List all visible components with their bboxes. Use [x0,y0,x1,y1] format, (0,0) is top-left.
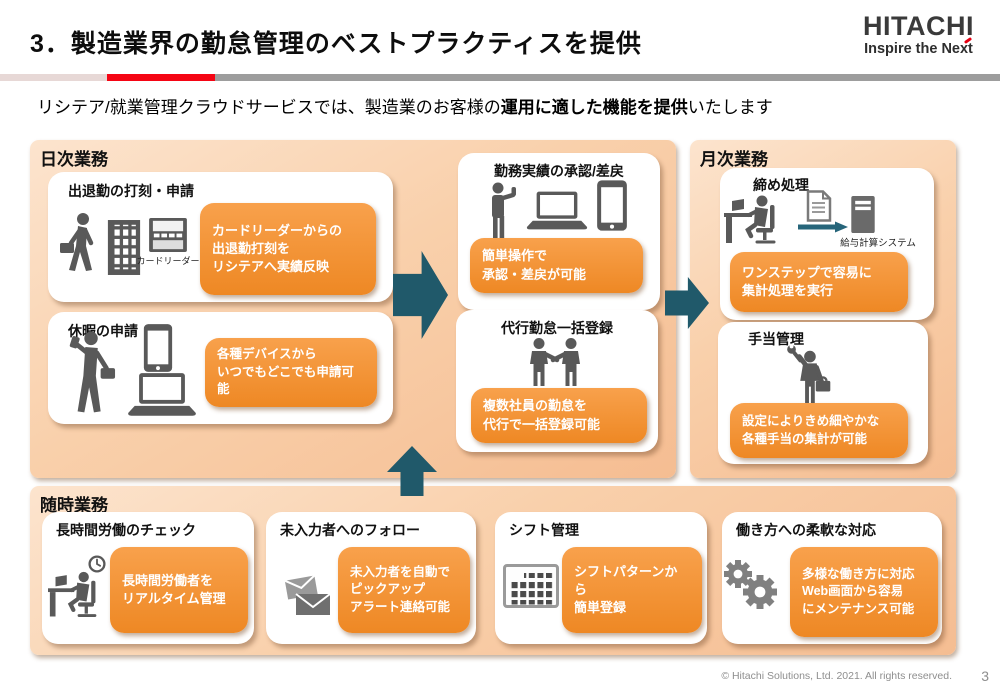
card-overtime-check: 長時間労働のチェック 長時間労働者を リアルタイム管理 [42,512,254,644]
panel-daily-label: 日次業務 [40,150,108,169]
card-title: 未入力者へのフォロー [280,522,420,538]
card-title: 働き方への柔軟な対応 [736,522,876,538]
mail-envelopes-icon [284,570,334,618]
clock-icon [88,555,106,573]
person-with-phone-icon [68,328,116,416]
hitachi-logo: HITACHI Inspire the Next [863,13,974,57]
card-title: シフト管理 [509,522,579,538]
gears-icon [722,558,780,612]
walking-person-icon [58,212,102,274]
divider-red-segment [107,74,215,81]
callout-flexible-workstyle: 多様な働き方に対応 Web画面から容易 にメンテナンス可能 [790,547,938,637]
card-title: 手当管理 [748,331,804,347]
payroll-server-icon [850,195,876,234]
hitachi-tagline-text: Inspire the Next [864,41,973,57]
card-leave-request: 休暇の申請 各種デバイスから いつでもどこでも申請可能 [48,312,393,424]
card-shift-management: シフト管理 シフトパターンから 簡単登録 [495,512,707,644]
desk-worker-icon [724,192,790,244]
callout-proxy-bulk-entry: 複数社員の勤怠を 代行で一括登録可能 [471,388,647,443]
hitachi-tagline: Inspire the Next [864,36,973,57]
page-title: 3．製造業界の勤怠管理のベストプラクティスを提供 [30,30,642,58]
panel-adhoc-label: 随時業務 [40,496,108,515]
callout-leave-request: 各種デバイスから いつでもどこでも申請可能 [205,338,377,407]
card-clock-in-out: 出退勤の打刻・申請 カードリーダー カードリーダーからの 出退勤打刻を リシテア… [48,172,393,302]
smartphone-icon [142,323,174,373]
payroll-system-caption: 給与計算システム [840,238,916,249]
laptop-icon [525,190,589,232]
callout-allowance-management: 設定によりきめ細やかな 各種手当の集計が可能 [730,403,908,458]
smartphone-icon [596,179,628,232]
subtitle-post: いたします [687,98,773,117]
card-proxy-bulk-entry: 代行勤怠一括登録 複数社員の勤怠を 代行で一括登録可能 [456,310,658,452]
laptop-icon [126,372,198,418]
document-icon [806,190,832,222]
maintenance-worker-icon [784,344,832,408]
card-closing-process: 締め処理 給与計算システム ワンステップで容易に 集計処理を実行 [720,168,934,320]
card-title: 締め処理 [753,177,809,193]
callout-overtime-check: 長時間労働者を リアルタイム管理 [110,547,248,633]
hitachi-wordmark: HITACHI [863,11,974,41]
callout-clock-in-out: カードリーダーからの 出退勤打刻を リシテアへ実績反映 [200,203,376,295]
subtitle-emphasis: 運用に適した機能を提供 [500,98,688,117]
flow-arrow-icon [798,221,848,233]
card-approval-return: 勤務実績の承認/差戻 簡単操作で 承認・差戻が可能 [458,153,660,310]
person-approving-icon [485,182,521,240]
handshake-icon [522,338,588,388]
subtitle: リシテア/就業管理クラウドサービスでは、製造業のお客様の運用に適した機能を提供い… [37,93,773,118]
callout-shift-management: シフトパターンから 簡単登録 [562,547,702,633]
divider-light-segment [0,74,107,81]
card-title: 代行勤怠一括登録 [501,320,613,336]
copyright-text: © Hitachi Solutions, Ltd. 2021. All righ… [721,670,952,682]
card-reader-icon [147,218,189,252]
card-title: 勤務実績の承認/差戻 [494,163,624,179]
card-nonentry-followup: 未入力者へのフォロー 未入力者を自動で ピックアップ アラート連絡可能 [266,512,476,644]
callout-approval-return: 簡単操作で 承認・差戻が可能 [470,238,643,293]
subtitle-pre: リシテア/就業管理クラウドサービスでは、製造業のお客様の [37,98,501,117]
callout-closing-process: ワンステップで容易に 集計処理を実行 [730,252,908,312]
card-reader-caption: カードリーダー [136,256,200,266]
calendar-icon [503,564,559,608]
panel-monthly-label: 月次業務 [700,150,768,169]
page-number: 3 [981,668,989,684]
card-flexible-workstyle: 働き方への柔軟な対応 多様な働き方に対応 Web画面から容易 にメンテナンス可能 [722,512,942,644]
divider-gray-segment [215,74,1000,81]
title-divider [0,74,1000,81]
callout-nonentry-followup: 未入力者を自動で ピックアップ アラート連絡可能 [338,547,470,633]
card-title: 出退勤の打刻・申請 [68,183,194,199]
card-allowance-management: 手当管理 設定によりきめ細やかな 各種手当の集計が可能 [718,322,928,464]
card-title: 長時間労働のチェック [56,522,196,538]
